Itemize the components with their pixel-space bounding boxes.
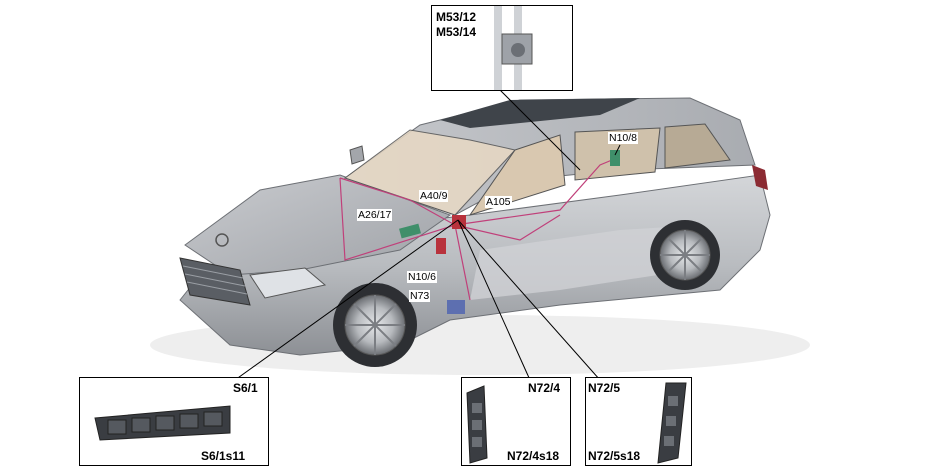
front-grille: [179, 257, 251, 306]
tail-light: [752, 165, 768, 190]
side-mirror: [349, 145, 365, 165]
label-n72-5: N72/5: [588, 381, 621, 395]
label-n72-5s18: N72/5s18: [588, 449, 641, 463]
module-n73: [447, 300, 465, 314]
label-n10-6: N10/6: [407, 271, 438, 283]
interior-floor: [470, 225, 700, 300]
label-n72-4: N72/4: [528, 381, 561, 395]
module-a26-17: [399, 223, 421, 239]
quarter-window: [664, 123, 731, 169]
callout-n72-4: N72/4 N72/4s18: [461, 377, 571, 466]
label-n73: N73: [409, 290, 431, 302]
label-a105: A105: [485, 196, 512, 208]
n72-4-switch-image: [466, 385, 488, 464]
callout-n72-5: N72/5 N72/5s18: [585, 377, 692, 466]
callout-s6-1: S6/1 S6/1s11: [79, 377, 269, 466]
wiring-harness: [339, 159, 613, 301]
windshield: [343, 129, 516, 216]
grille-bars: [182, 265, 248, 295]
side-window-front: [468, 134, 566, 216]
n72-5-switch-image: [657, 382, 687, 464]
headlight: [249, 267, 327, 299]
label-m53-12: M53/12: [436, 10, 477, 24]
m53-component-image: [494, 6, 533, 90]
front-wheel-spokes: [345, 295, 405, 355]
label-s6-1s11: S6/1s11: [201, 449, 246, 463]
label-s6-1: S6/1: [233, 381, 258, 395]
label-a40-9: A40/9: [419, 190, 449, 202]
rear-wheel-spokes: [660, 230, 710, 280]
module-n10-6: [436, 238, 446, 254]
s6-1-switch-panel-image: [94, 405, 231, 441]
module-n10-8: [610, 150, 620, 166]
label-n72-4s18: N72/4s18: [507, 449, 560, 463]
label-m53-14: M53/14: [436, 25, 477, 39]
sunroof-glass: [440, 98, 640, 128]
label-a26-17: A26/17: [357, 209, 393, 221]
callout-m53: M53/12 M53/14: [431, 5, 573, 91]
mercedes-star-icon: [215, 233, 229, 247]
label-n10-8: N10/8: [608, 132, 639, 144]
